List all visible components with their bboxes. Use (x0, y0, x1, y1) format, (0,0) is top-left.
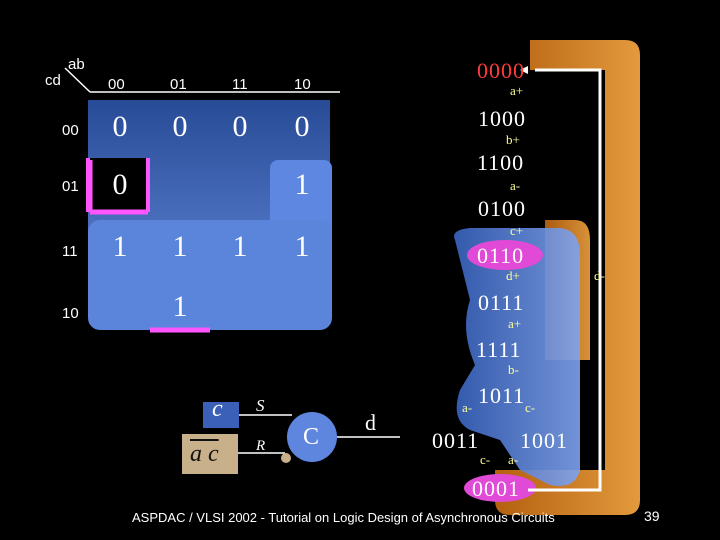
r-label: R (256, 438, 266, 454)
kmap-cell-00-00: 0 (112, 110, 128, 143)
kmap-row-header-10: 10 (62, 305, 79, 322)
kmap-cell-00-01: 0 (172, 110, 188, 143)
footer-text: ASPDAC / VLSI 2002 - Tutorial on Logic D… (132, 510, 555, 525)
kmap-row-header-01: 01 (62, 178, 79, 195)
state-1100: 1100 (477, 150, 525, 175)
state-1000: 1000 (478, 106, 526, 131)
state-1011: 1011 (478, 383, 526, 408)
c-gate-label: C (303, 424, 320, 450)
state-1001: 1001 (520, 428, 568, 453)
kmap-col-header-01: 01 (170, 76, 187, 93)
input-ac-label: a c (190, 441, 219, 467)
kmap-group-row11 (88, 220, 332, 330)
state-0011: 0011 (432, 428, 480, 453)
page-number: 39 (644, 508, 660, 524)
transition-a-minus-1: a- (510, 178, 521, 193)
ac-input-box (182, 434, 238, 474)
kmap-row-header-00: 00 (62, 122, 79, 139)
kmap-cell-11-00: 1 (112, 230, 128, 263)
transition-b-minus: b- (508, 362, 519, 377)
state-0001: 0001 (472, 476, 520, 501)
kmap-cell-01-10: 1 (294, 168, 310, 201)
transition-d-minus: d- (594, 268, 605, 283)
kmap-corner-diagonal (64, 67, 91, 93)
transition-a-minus-2: a- (462, 400, 473, 415)
kmap-cell-01-00: 0 (112, 168, 128, 201)
kmap-cell-10-01: 1 (172, 290, 188, 323)
transition-b-plus: b+ (506, 132, 520, 147)
state-highlight-0001 (464, 474, 536, 502)
kmap-cell-11-01: 1 (172, 230, 188, 263)
feedback-arrow (528, 68, 602, 492)
kmap-cell-00-10: 0 (294, 110, 310, 143)
kmap-col-header-10: 10 (294, 76, 311, 93)
kmap-cell-00-11: 0 (232, 110, 248, 143)
transition-c-plus: c+ (510, 223, 524, 238)
kmap-row-header-11: 11 (62, 243, 78, 260)
transition-d-plus: d+ (506, 268, 520, 283)
transition-c-minus-2: c- (480, 452, 491, 467)
kmap-cell-11-11: 1 (232, 230, 248, 263)
state-0111: 0111 (478, 290, 525, 315)
state-highlight-0110 (467, 240, 543, 270)
output-d-label: d (365, 410, 376, 435)
input-c-label: c (212, 396, 223, 422)
transition-a-minus-3: a- (508, 452, 519, 467)
s-label: S (256, 396, 265, 415)
kmap-col-header-00: 00 (108, 76, 125, 93)
r-inverter-bubble (281, 453, 291, 463)
orange-loop-region (495, 40, 640, 515)
transition-a-plus-1: a+ (510, 83, 524, 98)
state-1111: 1111 (476, 337, 522, 362)
kmap-cell-11-10: 1 (294, 230, 310, 263)
state-0100: 0100 (478, 196, 526, 221)
state-0000: 0000 (477, 58, 525, 83)
c-input-box (203, 402, 239, 428)
c-element-gate (287, 412, 337, 462)
kmap-corner-ab: ab (68, 56, 85, 73)
transition-a-plus-2: a+ (508, 316, 522, 331)
state-0110: 0110 (477, 243, 525, 268)
feedback-arrowhead (520, 66, 528, 74)
kmap-col-header-11: 11 (232, 76, 248, 93)
transition-c-minus-1: c- (525, 400, 536, 415)
sequence-cover-region (454, 228, 580, 486)
kmap-corner-cd: cd (45, 72, 61, 89)
